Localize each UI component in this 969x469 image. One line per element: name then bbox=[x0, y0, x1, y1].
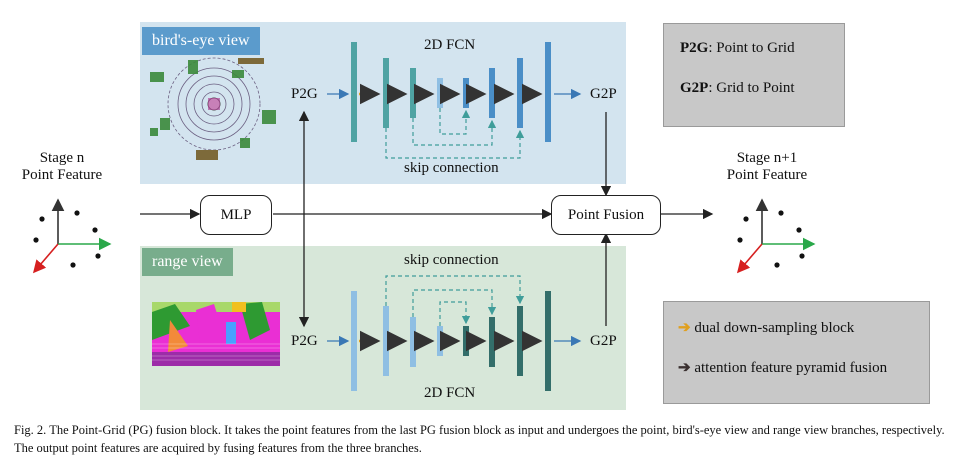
legend-g2p-text: : Grid to Point bbox=[708, 80, 795, 96]
range-view-image bbox=[152, 302, 280, 366]
legend-bottom: ➔ dual down-sampling block ➔ attention f… bbox=[663, 301, 930, 404]
bev-fcn-label: 2D FCN bbox=[424, 37, 476, 53]
range-skip-label: skip connection bbox=[404, 252, 499, 268]
bev-g2p-label: G2P bbox=[590, 86, 617, 102]
input-label-line2: Point Feature bbox=[21, 167, 103, 183]
input-stage-text: Stage n bbox=[39, 150, 85, 166]
bev-pointcloud-image bbox=[146, 56, 286, 182]
output-label-line1: Stage n+1 bbox=[736, 150, 798, 166]
legend-p2g: P2G: Point to Grid bbox=[680, 40, 795, 57]
dark-arrow-icon: ➔ bbox=[678, 360, 691, 376]
output-label: Stage n+1 Point Feature bbox=[712, 150, 822, 184]
input-label: Stage n Point Feature bbox=[14, 150, 110, 184]
range-g2p-label: G2P bbox=[590, 333, 617, 349]
bev-skip-connections bbox=[385, 108, 525, 159]
legend-g2p-abbr: G2P bbox=[680, 80, 709, 96]
orange-arrow-icon: ➔ bbox=[678, 320, 691, 336]
bev-p2g-label: P2G bbox=[291, 86, 318, 102]
bev-tag: bird's-eye view bbox=[142, 27, 260, 55]
legend-top: P2G: Point to Grid G2P: Grid to Point bbox=[663, 23, 845, 127]
legend-g2p: G2P: Grid to Point bbox=[680, 80, 795, 97]
legend-p2g-abbr: P2G bbox=[680, 40, 709, 56]
legend-p2g-text: : Point to Grid bbox=[708, 40, 795, 56]
input-label-line1: Stage n bbox=[14, 150, 110, 167]
point-fusion-box: Point Fusion bbox=[551, 195, 661, 235]
input-point-feature-icon bbox=[32, 198, 112, 274]
range-tag: range view bbox=[142, 248, 233, 276]
bev-skip-label: skip connection bbox=[404, 160, 499, 176]
mlp-box: MLP bbox=[200, 195, 272, 235]
flow-arrows bbox=[140, 88, 714, 347]
output-point-feature-icon bbox=[736, 198, 816, 274]
range-p2g-label: P2G bbox=[291, 333, 318, 349]
range-skip-connections bbox=[385, 275, 525, 326]
bev-fcn-bars bbox=[351, 42, 551, 142]
output-label-line2: Point Feature bbox=[726, 167, 808, 183]
legend-down-sampling-text: dual down-sampling block bbox=[694, 320, 855, 336]
legend-attention-fusion: ➔ attention feature pyramid fusion bbox=[678, 358, 887, 377]
range-fcn-label: 2D FCN bbox=[424, 385, 476, 401]
legend-attention-fusion-text: attention feature pyramid fusion bbox=[694, 360, 888, 376]
figure-caption: Fig. 2. The Point-Grid (PG) fusion block… bbox=[14, 423, 945, 455]
legend-down-sampling: ➔ dual down-sampling block bbox=[678, 318, 854, 337]
